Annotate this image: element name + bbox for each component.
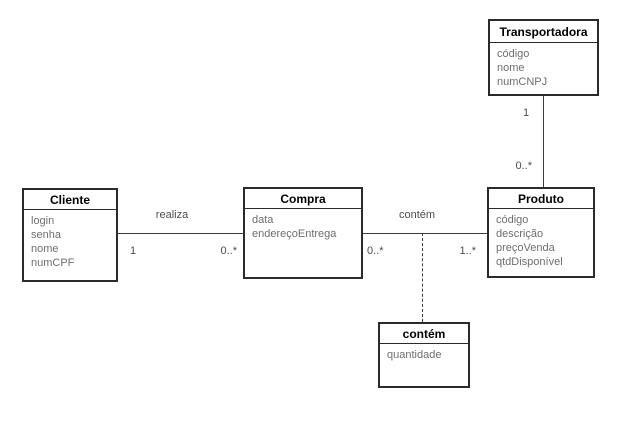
multiplicity-compra-side-contem: 0..* <box>367 245 384 257</box>
class-attribute: nome <box>31 243 59 255</box>
class-box-transportadora: Transportadora código nome numCNPJ <box>488 19 599 96</box>
association-line-compra-produto <box>363 233 487 234</box>
class-box-contem: contém quantidade <box>378 322 470 388</box>
multiplicity-produto-side-transportadora: 0..* <box>515 160 532 172</box>
multiplicity-produto-side-contem: 1..* <box>459 245 476 257</box>
class-attribute: login <box>31 215 55 227</box>
association-class-dashed-line <box>422 233 423 322</box>
class-title-produto: Produto <box>489 189 593 209</box>
class-attribute: código <box>496 214 529 226</box>
class-attribute: descrição <box>496 228 544 240</box>
class-attribute: código <box>497 48 530 60</box>
class-attributes-contem: quantidade <box>380 344 468 364</box>
class-attributes-transportadora: código nome numCNPJ <box>490 43 597 91</box>
multiplicity-compra-side-realiza: 0..* <box>220 245 237 257</box>
class-title-transportadora: Transportadora <box>490 21 597 43</box>
class-attribute: nome <box>497 62 525 74</box>
class-box-produto: Produto código descrição preçoVenda qtdD… <box>487 187 595 278</box>
association-label-realiza: realiza <box>155 209 189 221</box>
class-attribute: preçoVenda <box>496 242 555 254</box>
association-label-contem: contém <box>398 209 436 221</box>
class-attribute: numCNPJ <box>497 76 548 88</box>
multiplicity-transportadora-side: 1 <box>523 107 530 119</box>
class-attribute: senha <box>31 229 61 241</box>
class-attributes-produto: código descrição preçoVenda qtdDisponíve… <box>489 209 593 271</box>
class-title-cliente: Cliente <box>24 190 116 210</box>
class-attributes-cliente: login senha nome numCPF <box>24 210 116 272</box>
class-title-contem: contém <box>380 324 468 344</box>
class-box-cliente: Cliente login senha nome numCPF <box>22 188 118 282</box>
class-attribute: data <box>252 214 274 226</box>
multiplicity-cliente-side: 1 <box>130 245 137 257</box>
association-line-transportadora-produto <box>543 95 544 187</box>
class-attribute: quantidade <box>387 349 442 361</box>
class-attribute: qtdDisponível <box>496 256 563 268</box>
class-attribute: endereçoEntrega <box>252 228 337 240</box>
association-line-cliente-compra <box>118 233 243 234</box>
class-attributes-compra: data endereçoEntrega <box>245 209 361 243</box>
class-box-compra: Compra data endereçoEntrega <box>243 187 363 279</box>
class-title-compra: Compra <box>245 189 361 209</box>
class-attribute: numCPF <box>31 257 75 269</box>
